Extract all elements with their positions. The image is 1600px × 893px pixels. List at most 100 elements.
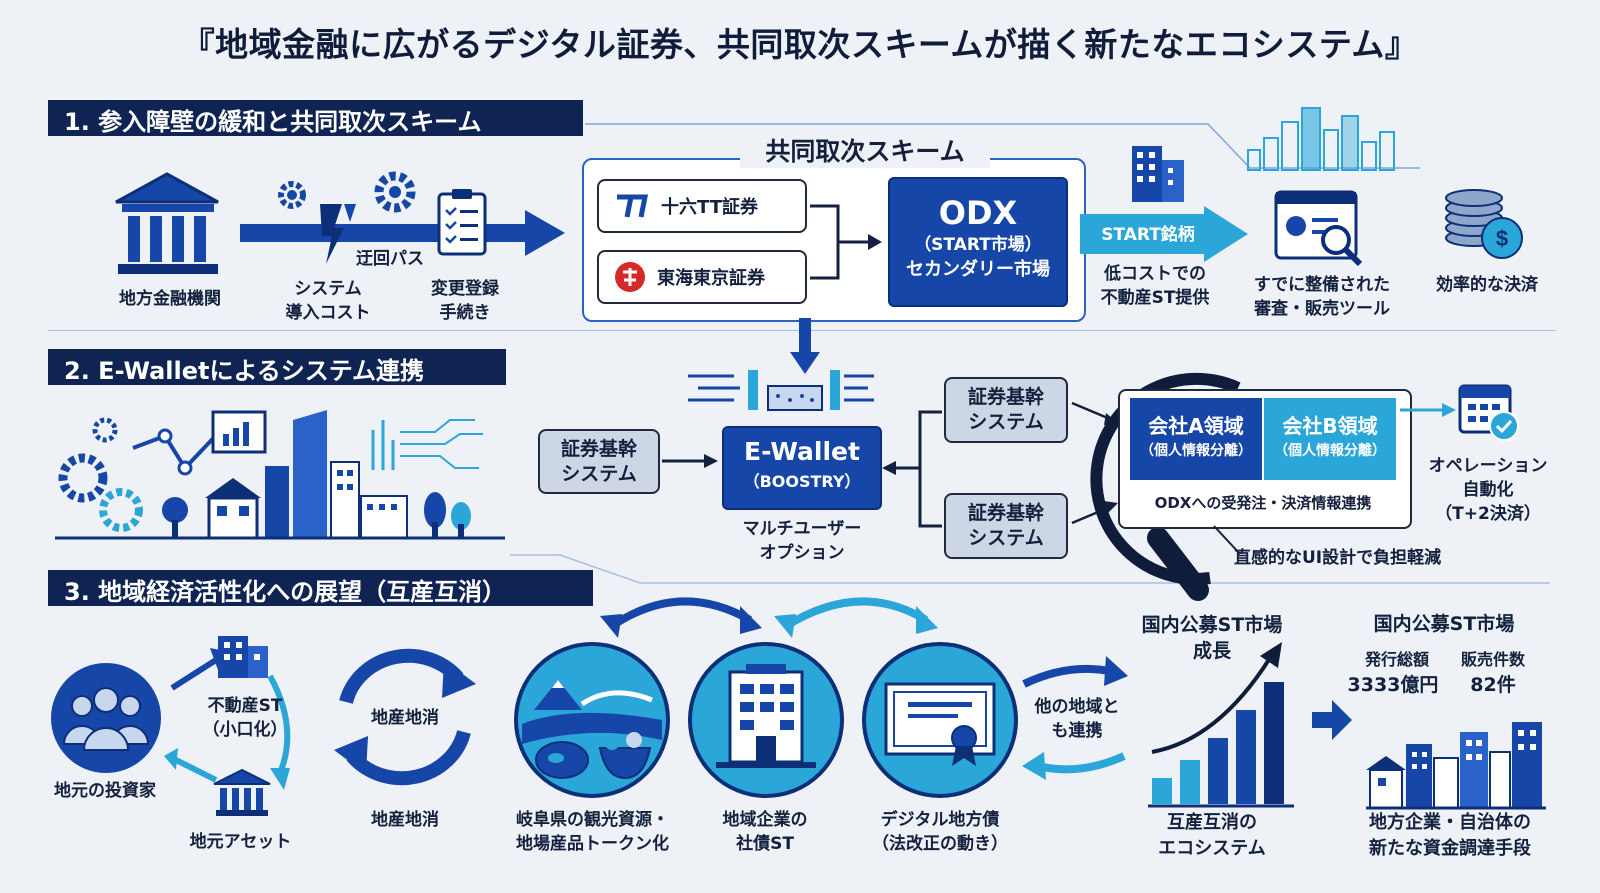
growth-bar-chart-icon: [1148, 642, 1294, 808]
digital-bond-line2: （法改正の動き）: [872, 834, 1008, 854]
core-bottom-line1: 証券基幹: [967, 502, 1044, 524]
sales-value: 82件: [1470, 674, 1516, 696]
chisan-label-2: 地産地消: [371, 810, 439, 830]
magnifier-icon: [1090, 372, 1241, 601]
registration-line1: 変更登録: [431, 279, 499, 299]
ewallet-branch-arrow-icon: [882, 410, 942, 528]
sales-label: 販売件数: [1460, 650, 1525, 669]
ewallet-title: E-Wallet: [744, 437, 860, 466]
odx-box: ODX （START市場） セカンダリー市場: [888, 177, 1068, 307]
odx-sub2: セカンダリー市場: [906, 259, 1050, 280]
section3-heading: 3. 地域経済活性化への展望（互産互消）: [48, 570, 593, 606]
automation-line3: （T+2決済）: [1435, 504, 1541, 524]
issue-value: 3333億円: [1347, 674, 1439, 696]
section1-heading: 1. 参入障壁の緩和と共同取次スキーム: [48, 100, 583, 136]
real-estate-line2: （小口化）: [202, 720, 288, 740]
data-stream-icon: [688, 370, 874, 411]
ecosystem-line1: 互産互消の: [1167, 812, 1257, 833]
investors-label: 地元の投資家: [54, 781, 156, 801]
investors-icon: [51, 663, 161, 773]
digital-municipal-bond-icon: [862, 642, 1018, 798]
local-asset-label: 地元アセット: [189, 832, 292, 852]
automation-line2: 自動化: [1462, 480, 1514, 500]
building-small-icon: [218, 636, 268, 678]
start-arrow-icon: [1080, 206, 1248, 262]
core-system-left-box: 証券基幹システム: [538, 429, 660, 494]
local-cycle-arrows-icon: [334, 648, 476, 786]
ewallet-sub: （BOOSTRY）: [743, 472, 861, 491]
corporate-line1: 地域企業の: [722, 810, 808, 830]
tools-line1: すでに整備された: [1253, 275, 1391, 295]
system-cost-line2: 導入コスト: [285, 303, 371, 323]
investor-flow-arrows-icon: [164, 648, 291, 790]
area-to-automation-arrow-icon: [1400, 403, 1456, 417]
multi-user-line1: マルチユーザー: [742, 519, 862, 539]
svg-text:$: $: [1496, 226, 1508, 251]
gifu-line2: 地場産品トークン化: [516, 834, 669, 854]
gifu-tourism-icon: [514, 642, 670, 798]
broker2-label: 東海東京証券: [657, 268, 765, 289]
local-asset-bank-icon: [213, 768, 271, 816]
multi-user-line2: オプション: [759, 543, 845, 563]
ecosystem-line2: エコシステム: [1158, 838, 1266, 859]
market-growth-line1: 国内公募ST市場: [1141, 614, 1283, 636]
clipboard-icon: [437, 189, 487, 256]
broken-wall-icon: [320, 204, 356, 264]
start-arrow-label: START銘柄: [1101, 225, 1195, 245]
automation-line1: オペレーション: [1428, 456, 1548, 476]
area-a-sub: （個人情報分離）: [1140, 443, 1252, 459]
ewallet-box: E-Wallet （BOOSTRY）: [722, 426, 882, 510]
city-skyline-icon: [1247, 107, 1395, 171]
odx-link-label: ODXへの受発注・決済情報連携: [1154, 494, 1372, 512]
area-b-title: 会社B領域: [1282, 414, 1378, 438]
issue-label: 発行総額: [1364, 650, 1429, 669]
broker-tokai-box: 東海東京証券: [597, 250, 807, 304]
low-cost-line1: 低コストでの: [1104, 264, 1206, 284]
bank-label: 地方金融機関: [119, 289, 221, 309]
market-growth-line2: 成長: [1192, 640, 1231, 662]
chisan-label-1: 地産地消: [371, 708, 439, 728]
core-system-bottom-box: 証券基幹システム: [944, 493, 1068, 559]
section2-heading: 2. E-Walletによるシステム連携: [48, 349, 506, 385]
area-a-box: 会社A領域 （個人情報分離）: [1130, 398, 1262, 480]
bank-icon: [115, 172, 219, 274]
scheme-to-ewallet-arrow-icon: [790, 318, 820, 374]
calendar-check-icon: [1458, 384, 1519, 441]
funding-line2: 新たな資金調達手段: [1369, 838, 1531, 859]
real-estate-line1: 不動産ST: [207, 696, 283, 716]
ui-pointer-line: [1213, 525, 1241, 555]
page-title: 『地域金融に広がるデジタル証券、共同取次スキームが描く新たなエコシステム』: [181, 25, 1419, 64]
odx-title: ODX: [938, 194, 1018, 232]
funding-line1: 地方企業・自治体の: [1369, 812, 1531, 833]
broker-merge-arrow-icon: [810, 204, 882, 280]
gifu-line1: 岐阜県の観光資源・: [516, 810, 669, 830]
digital-bond-line1: デジタル地方債: [880, 810, 1000, 830]
core-top-line1: 証券基幹: [967, 386, 1044, 408]
office-building-icon: [1132, 146, 1184, 202]
gear-large-icon: [374, 171, 416, 213]
core-bottom-line2: システム: [968, 527, 1044, 549]
other-regions-line2: も連携: [1051, 721, 1103, 741]
other-regions-line1: 他の地域と: [1034, 697, 1120, 717]
broker-juroku-box: 十六TT証券: [597, 179, 807, 233]
area-b-box: 会社B領域 （個人情報分離）: [1264, 398, 1396, 480]
corporate-line2: 社債ST: [736, 834, 794, 854]
system-cost-line1: システム: [294, 279, 362, 299]
market-city-icon: [1366, 722, 1546, 810]
market-title: 国内公募ST市場: [1373, 613, 1515, 635]
tokai-logo-icon: [615, 262, 645, 292]
core-left-line2: システム: [561, 462, 637, 485]
area-b-sub: （個人情報分離）: [1274, 443, 1386, 459]
digital-city-illustration: [55, 410, 505, 540]
to-market-arrow-icon: [1312, 700, 1352, 740]
area-a-title: 会社A領域: [1148, 414, 1244, 438]
settlement-label: 効率的な決済: [1436, 275, 1538, 295]
ui-design-label: 直感的なUI設計で負担軽減: [1234, 548, 1442, 568]
broker1-label: 十六TT証券: [661, 197, 758, 218]
core-system-top-box: 証券基幹システム: [944, 377, 1068, 443]
gear-icon: [278, 181, 306, 209]
review-tool-icon: [1274, 190, 1363, 267]
corporate-bond-icon: [688, 642, 844, 798]
circle-connector-arcs-icon: [600, 597, 938, 638]
